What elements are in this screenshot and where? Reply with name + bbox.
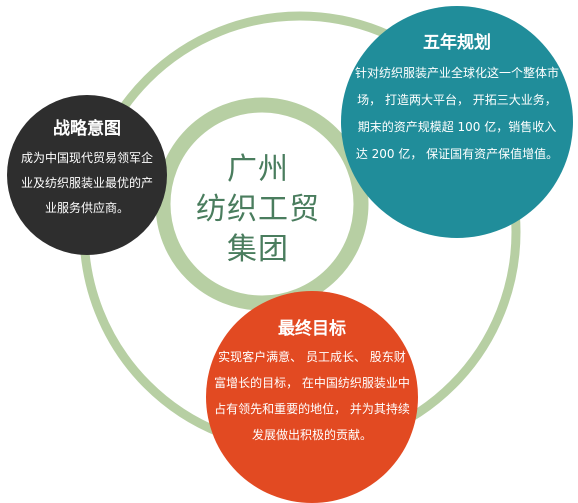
goal-body: 实现客户满意、 员工成长、 股东财富增长的目标， 在中国纺织服装业中占有领先和重…	[214, 350, 410, 442]
center-title-line3: 集团	[227, 232, 289, 267]
plan-bubble: 五年规划 针对纺织服装产业全球化这一个整体市场， 打造两大平台， 开拓三大业务，…	[341, 6, 573, 238]
strategy-body: 成为中国现代贸易领军企业及纺织服装业最优的产业服务供应商。	[20, 151, 153, 215]
goal-title: 最终目标	[278, 319, 346, 339]
center-title-line1: 广州	[227, 152, 289, 187]
strategy-bubble: 战略意图 成为中国现代贸易领军企业及纺织服装业最优的产业服务供应商。	[7, 95, 167, 255]
center-title: 广州 纺织工贸 集团	[193, 150, 323, 270]
goal-bubble: 最终目标 实现客户满意、 员工成长、 股东财富增长的目标， 在中国纺织服装业中占…	[206, 291, 418, 503]
plan-body: 针对纺织服装产业全球化这一个整体市场， 打造两大平台， 开拓三大业务， 期末的资…	[354, 66, 559, 161]
center-title-line2: 纺织工贸	[196, 192, 320, 227]
strategy-title: 战略意图	[53, 119, 121, 139]
plan-title: 五年规划	[423, 33, 491, 53]
